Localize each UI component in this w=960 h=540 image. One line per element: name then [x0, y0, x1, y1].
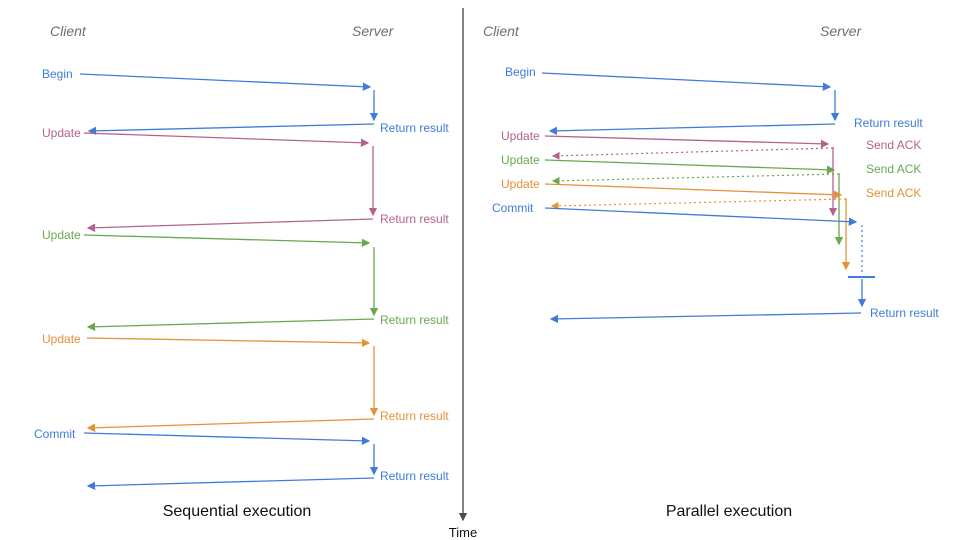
request-arrow: [83, 132, 370, 147]
request-arrow: [544, 135, 830, 149]
parallel-client-header: Client: [483, 23, 520, 39]
parallel-update2-exchange: Update Send ACK: [501, 153, 921, 246]
response-arrow: [548, 123, 836, 136]
parallel-update1-exchange: Update Send ACK: [501, 129, 921, 217]
request-arrow: [544, 183, 843, 199]
parallel-commit-exchange: Commit Return result: [492, 201, 939, 324]
response-arrow: [86, 477, 375, 491]
request-arrow: [544, 207, 858, 226]
response-label: Return result: [870, 306, 939, 320]
request-label: Begin: [505, 65, 536, 79]
request-label: Update: [501, 177, 540, 191]
response-arrow: [87, 123, 375, 136]
parallel-server-header: Server: [820, 23, 863, 39]
sequential-title: Sequential execution: [163, 503, 312, 520]
parallel-panel: Client Server Begin Return result Update…: [483, 23, 939, 520]
request-label: Commit: [34, 427, 76, 441]
ack-dotted-arrow: [550, 198, 847, 210]
sequential-server-header: Server: [352, 23, 395, 39]
sequential-begin-exchange: Begin Return result: [42, 67, 449, 136]
sequential-update1-exchange: Update Return result: [42, 126, 449, 232]
response-arrow: [86, 418, 375, 432]
sequential-update2-exchange: Update Return result: [42, 228, 449, 332]
ack-dotted-arrow: [551, 147, 834, 160]
request-arrow: [83, 234, 371, 248]
request-arrow: [544, 159, 836, 174]
sequential-client-header: Client: [50, 23, 87, 39]
request-arrow: [79, 73, 372, 91]
time-axis-label: Time: [449, 525, 477, 540]
response-label: Return result: [380, 313, 449, 327]
request-label: Begin: [42, 67, 73, 81]
request-arrow: [86, 337, 371, 348]
request-label: Update: [42, 228, 81, 242]
sequential-update3-exchange: Update Return result: [42, 332, 449, 432]
response-label: Return result: [380, 121, 449, 135]
request-arrow: [83, 432, 371, 446]
request-arrow: [541, 72, 832, 91]
response-label: Return result: [854, 116, 923, 130]
response-arrow: [549, 312, 862, 324]
response-label: Return result: [380, 212, 449, 226]
request-label: Update: [42, 126, 81, 140]
response-label: Return result: [380, 409, 449, 423]
ack-label: Send ACK: [866, 138, 921, 152]
parallel-begin-exchange: Begin Return result: [505, 65, 923, 136]
ack-dotted-arrow: [551, 173, 840, 185]
request-label: Update: [42, 332, 81, 346]
sequential-commit-exchange: Commit Return result: [34, 427, 449, 491]
response-arrow: [86, 218, 374, 232]
request-label: Commit: [492, 201, 534, 215]
parallel-title: Parallel execution: [666, 503, 792, 520]
time-axis: Time: [449, 8, 477, 540]
ack-label: Send ACK: [866, 162, 921, 176]
response-arrow: [86, 318, 375, 332]
ack-label: Send ACK: [866, 186, 921, 200]
parallel-update3-exchange: Update Send ACK: [501, 177, 921, 271]
request-label: Update: [501, 129, 540, 143]
request-label: Update: [501, 153, 540, 167]
response-label: Return result: [380, 469, 449, 483]
sequential-panel: Client Server Begin Return result Update…: [34, 23, 449, 520]
